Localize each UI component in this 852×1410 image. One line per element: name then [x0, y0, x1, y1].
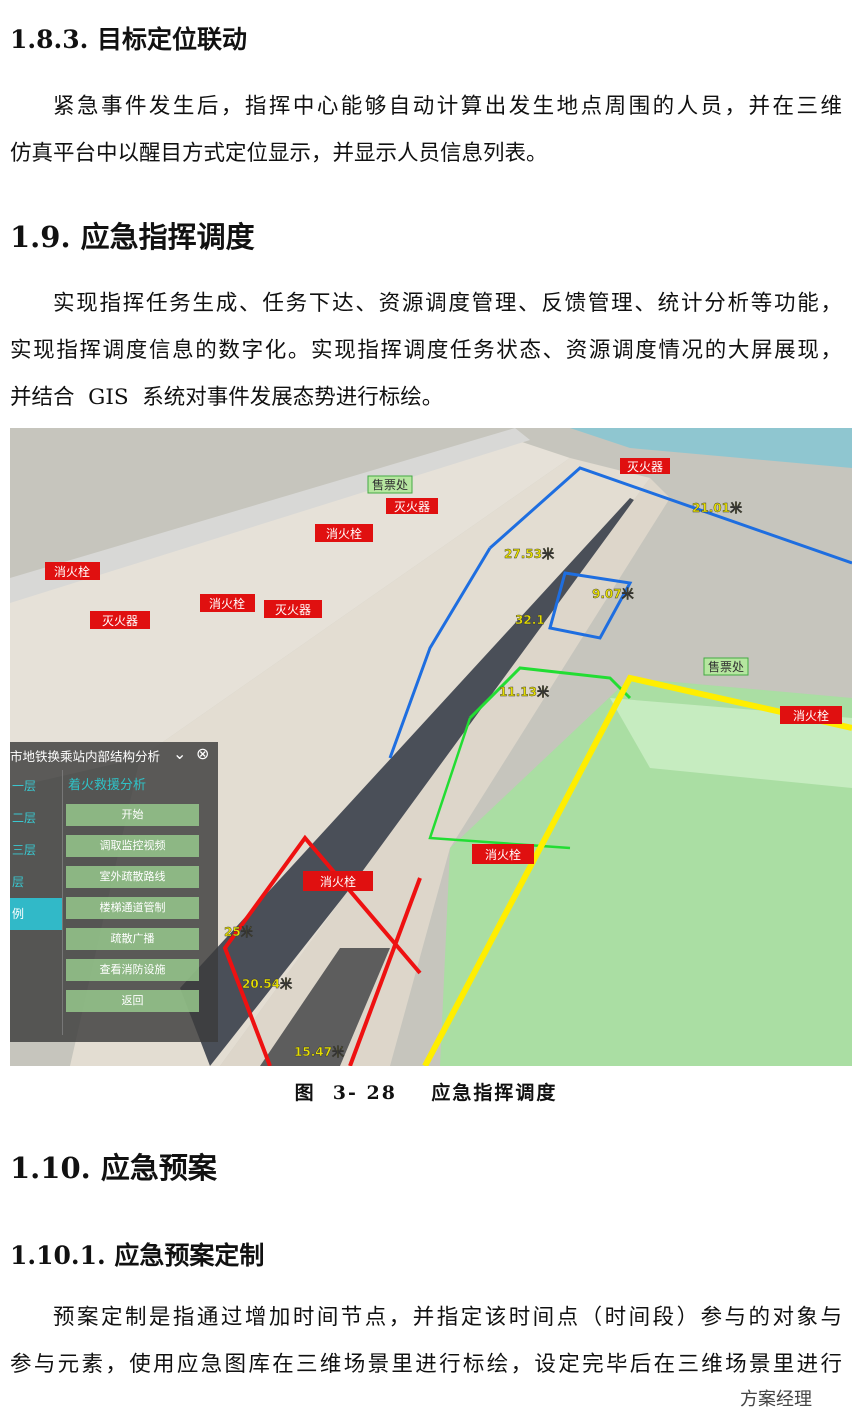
hydrant-marker: 消火栓: [485, 847, 521, 862]
wall-top: [10, 428, 530, 603]
ticket-office-marker: 售票处: [708, 659, 744, 674]
evacuation-route-button[interactable]: 室外疏散路线: [66, 866, 199, 888]
tab-floor[interactable]: 层: [12, 875, 25, 889]
stair-control-button[interactable]: 楼梯通道管制: [66, 897, 199, 919]
distance-label: 32.1: [515, 613, 545, 627]
paragraph: 预案定制是指通过增加时间节点，并指定该时间点（时间段）参与的对象与 参与元素，使…: [10, 1294, 842, 1388]
distance-label: 25米: [224, 924, 254, 939]
extinguisher-marker: 灭火器: [627, 460, 663, 474]
text-line: 参与元素，使用应急图库在三维场景里进行标绘，设定完毕后在三维场景里进行: [10, 1352, 842, 1377]
section-heading: 1.10. 应急预案: [10, 1151, 217, 1185]
route-red: [222, 834, 422, 1066]
text-line: 预案定制是指通过增加时间节点，并指定该时间点（时间段）参与的对象与: [53, 1305, 842, 1330]
tab-floor-2[interactable]: 二层: [12, 811, 37, 825]
route-red-2: [348, 877, 422, 1066]
analysis-panel: 市地铁换乘站内部结构分析 ⌄ ⊗ 一层 二层 三层 层 例 着火救援分析 开始 …: [10, 742, 218, 1042]
platform-right: [220, 478, 670, 1066]
distance-label: 20.54米: [242, 976, 293, 991]
section-heading: 1.9. 应急指挥调度: [10, 220, 255, 254]
extinguisher-marker: 灭火器: [394, 500, 430, 514]
distance-label: 21.01米: [692, 500, 743, 515]
hydrant-marker: 消火栓: [209, 596, 245, 611]
section-heading: 1.8.3. 目标定位联动: [10, 25, 248, 54]
watermark: 方案经理: [740, 1389, 812, 1410]
hydrant-marker: 消火栓: [326, 526, 362, 541]
text-line: 紧急事件发生后，指挥中心能够自动计算出发生地点周围的人员，并在三维: [53, 94, 842, 119]
tab-floor-1[interactable]: 一层: [12, 779, 37, 793]
hydrant-marker: 消火栓: [54, 564, 90, 579]
distance-label: 11.13米: [499, 684, 550, 699]
tab-legend[interactable]: 例: [10, 898, 62, 930]
route-blue: [489, 466, 852, 565]
text-line: 并结合 GIS 系统对事件发展态势进行标绘。: [10, 385, 444, 410]
text-line: 仿真平台中以醒目方式定位显示，并显示人员信息列表。: [10, 141, 548, 166]
map-markers: 消火栓 消火栓 消火栓 消火栓 消火栓 消火栓 灭火器 灭火器 灭火器 灭火器 …: [45, 458, 842, 891]
close-circle-icon[interactable]: ⊗: [196, 744, 210, 763]
extinguisher-marker: 灭火器: [102, 614, 138, 628]
figure-caption: 图 3- 28 应急指挥调度: [294, 1082, 558, 1104]
paragraph: 紧急事件发生后，指挥中心能够自动计算出发生地点周围的人员，并在三维 仿真平台中以…: [10, 83, 842, 177]
distance-labels: 21.01米 27.53米 9.07米 32.1 11.13米 25米 20.5…: [224, 500, 743, 1059]
panel-title: 市地铁换乘站内部结构分析: [10, 749, 161, 764]
paragraph: 实现指挥任务生成、任务下达、资源调度管理、反馈管理、统计分析等功能， 实现指挥调…: [10, 280, 842, 421]
hydrant-marker: 消火栓: [793, 708, 829, 723]
monitor-video-button[interactable]: 调取监控视频: [66, 835, 199, 857]
section-heading: 1.10.1. 应急预案定制: [10, 1241, 265, 1270]
panel-subtitle: 着火救援分析: [68, 778, 147, 793]
back-button[interactable]: 返回: [66, 990, 199, 1012]
distance-label: 27.53米: [504, 546, 555, 561]
text-line: 实现指挥调度信息的数字化。实现指挥调度任务状态、资源调度情况的大屏展现，: [10, 338, 842, 363]
distance-label: 15.47米: [294, 1044, 345, 1059]
figure-3d-scene: 21.01米 27.53米 9.07米 32.1 11.13米 25米 20.5…: [10, 428, 852, 1066]
broadcast-button[interactable]: 疏散广播: [66, 928, 199, 950]
route-green: [468, 666, 632, 720]
scene-drawing: 21.01米 27.53米 9.07米 32.1 11.13米 25米 20.5…: [10, 428, 852, 1066]
fire-facilities-button[interactable]: 查看消防设施: [66, 959, 199, 981]
escalator: [260, 948, 390, 1066]
ticket-office-marker: 售票处: [372, 477, 408, 492]
extinguisher-marker: 灭火器: [275, 603, 311, 617]
chevron-down-icon[interactable]: ⌄: [173, 744, 187, 763]
route-blue-2: [388, 547, 492, 759]
route-yellow: [422, 674, 852, 1066]
sky-area: [570, 428, 852, 468]
hydrant-marker: 消火栓: [320, 874, 356, 889]
floor-tabs: 一层 二层 三层 层 例: [10, 770, 63, 1035]
tab-floor-3[interactable]: 三层: [12, 843, 37, 857]
text-line: 实现指挥任务生成、任务下达、资源调度管理、反馈管理、统计分析等功能，: [53, 291, 842, 316]
route-blue-box: [548, 571, 633, 640]
distance-label: 9.07米: [592, 586, 635, 601]
start-button[interactable]: 开始: [66, 804, 199, 826]
